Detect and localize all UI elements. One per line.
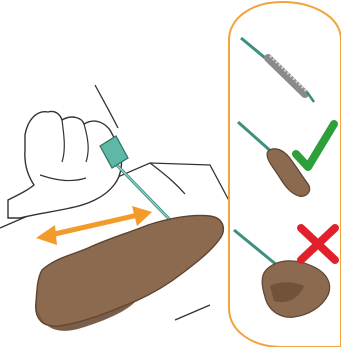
comparison-panel <box>229 2 341 347</box>
